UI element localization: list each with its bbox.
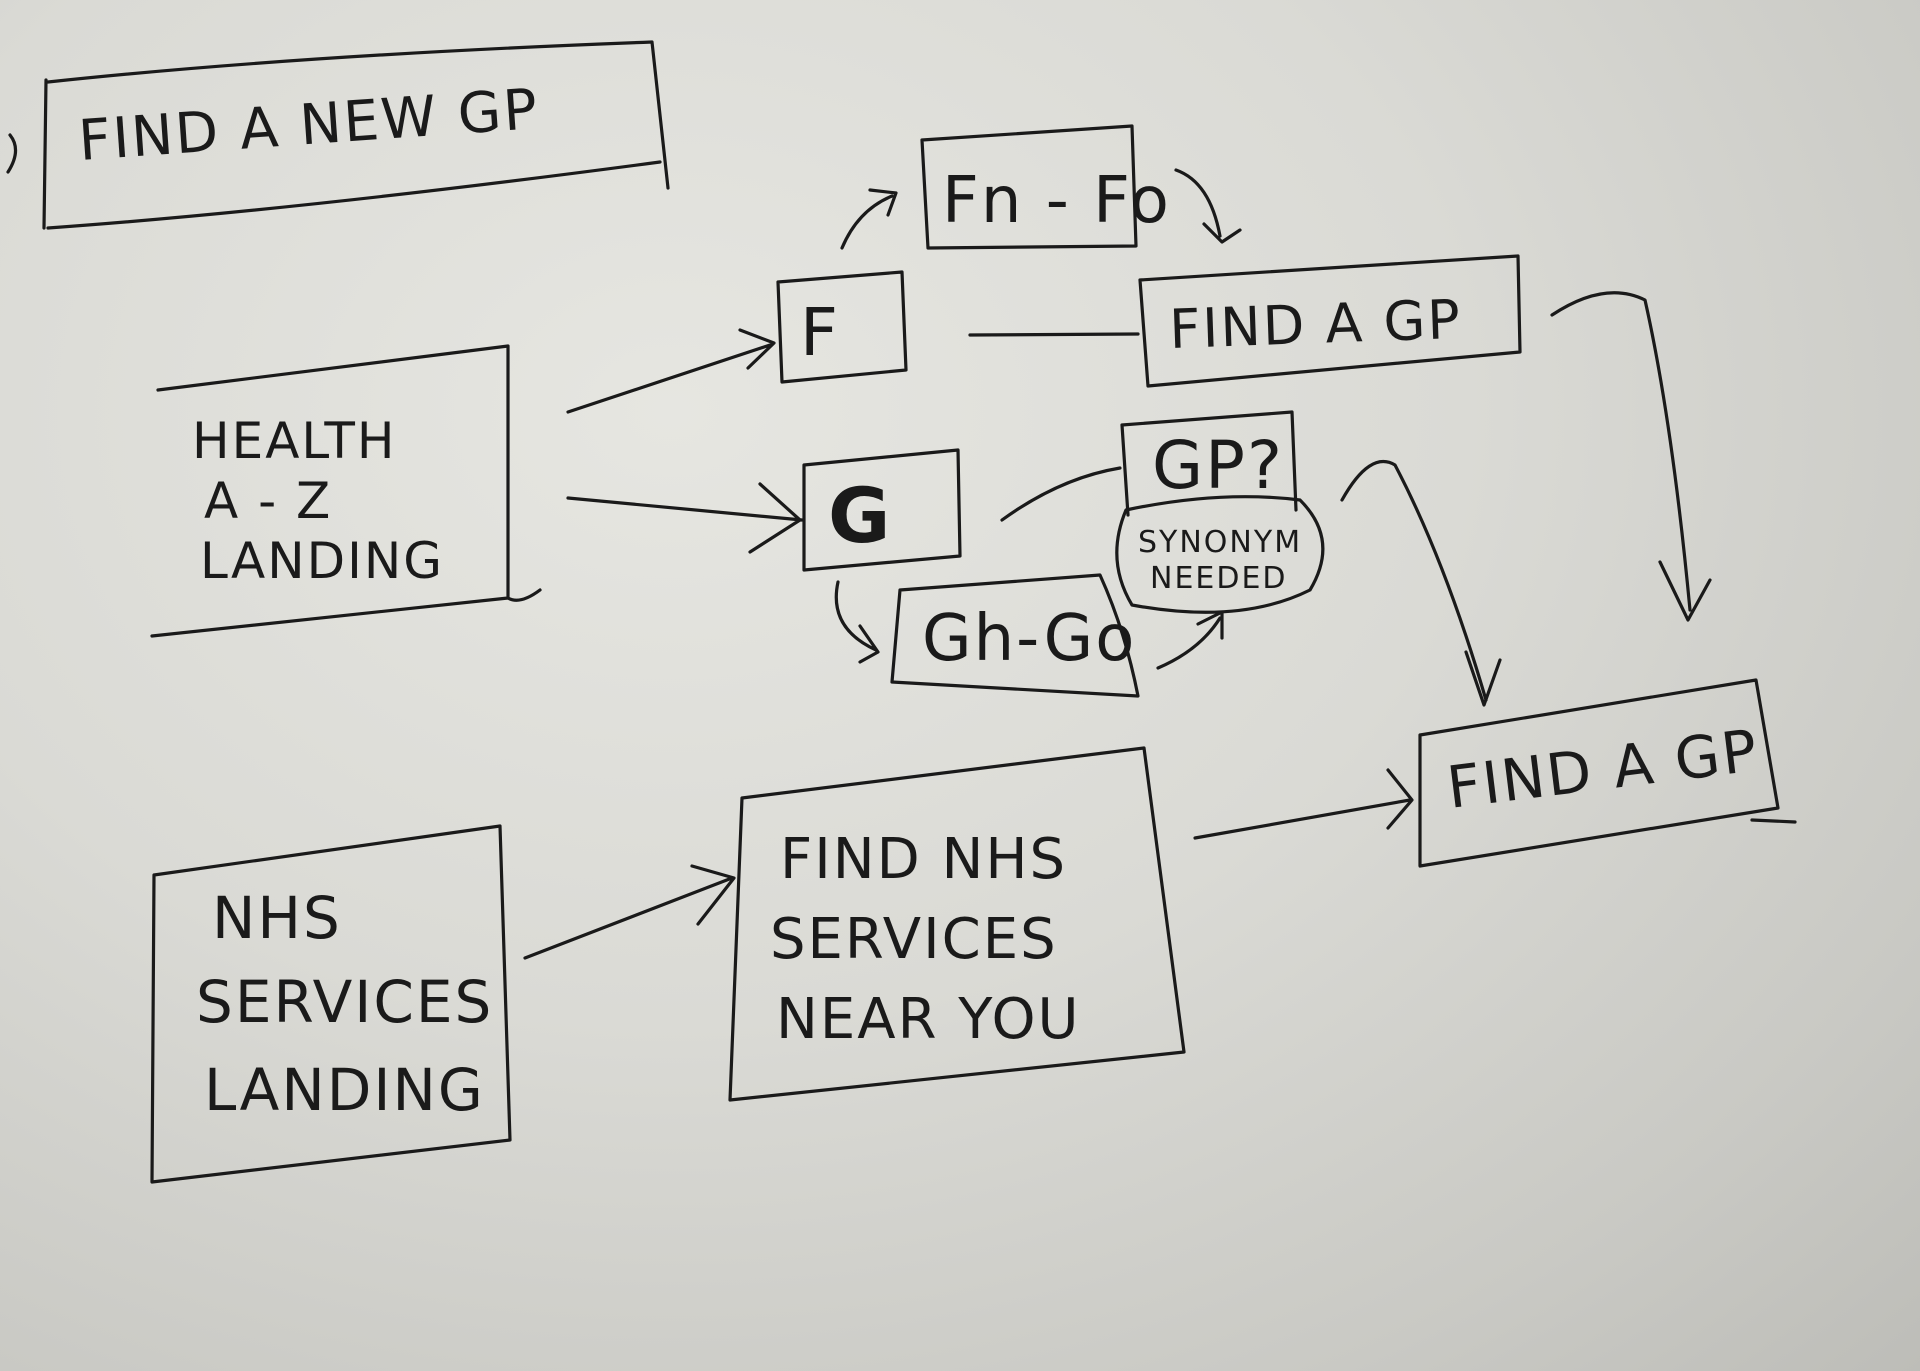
- line-g-to-gp-question: [1000, 466, 1122, 522]
- label-find-nhs-services: FIND NHS SERVICES NEAR YOU: [770, 827, 1087, 1052]
- arrow-health-to-g: [566, 482, 804, 554]
- nhs-landing-line-3: LANDING: [204, 1056, 485, 1124]
- box-gh-go: [890, 573, 1140, 698]
- label-find-a-gp-top: FIND A GP: [1168, 288, 1463, 361]
- arrow-health-to-f: [566, 328, 776, 414]
- box-gp-question: [1120, 410, 1298, 517]
- label-f: F: [800, 294, 840, 371]
- label-find-new-gp: FIND A NEW GP: [76, 77, 541, 174]
- arrow-find-nhs-to-find-gp: [1193, 768, 1414, 840]
- arrow-find-gp-to-right: [1550, 291, 1712, 622]
- nhs-landing-line-1: NHS: [212, 884, 342, 952]
- find-nhs-line-1: FIND NHS: [780, 827, 1067, 892]
- box-health-az: [150, 344, 542, 638]
- nhs-landing-line-2: SERVICES: [196, 968, 493, 1036]
- label-nhs-services-landing: NHS SERVICES LANDING: [196, 884, 514, 1124]
- arrow-nhs-landing-to-find-nhs: [523, 864, 736, 960]
- arrow-f-to-fn-fo: [840, 188, 898, 250]
- box-synonym-bubble: [1115, 495, 1325, 614]
- arrow-g-to-gh-go: [834, 580, 880, 664]
- box-find-nhs-services: [728, 746, 1186, 1102]
- box-find-a-gp-top: [1138, 254, 1522, 388]
- health-az-line-3: LANDING: [200, 532, 444, 590]
- box-f: [776, 270, 908, 384]
- box-nhs-services-landing: [150, 824, 512, 1184]
- label-find-a-gp-right: FIND A GP: [1443, 716, 1762, 822]
- find-nhs-line-3: NEAR YOU: [776, 987, 1081, 1052]
- arrow-gp-question-to-right: [1340, 459, 1502, 707]
- label-g: G: [828, 471, 892, 560]
- box-g: [802, 448, 962, 572]
- synonym-line-1: SYNONYM: [1138, 525, 1302, 560]
- box-fn-fo: [920, 124, 1138, 250]
- box-find-a-gp-right: [1418, 678, 1797, 868]
- line-f-to-find-gp: [968, 332, 1140, 337]
- label-gp-question: GP?: [1152, 427, 1284, 504]
- label-synonym-needed: SYNONYM NEEDED: [1138, 525, 1314, 596]
- arrow-gh-go-to-synonym: [1156, 610, 1224, 670]
- label-gh-go: Gh-Go: [922, 602, 1136, 676]
- label-fn-fo: Fn - Fo: [942, 164, 1171, 238]
- synonym-line-2: NEEDED: [1150, 561, 1288, 596]
- health-az-line-2: A - Z: [204, 472, 332, 530]
- label-health-az: HEALTH A - Z LANDING: [192, 412, 444, 590]
- health-az-line-1: HEALTH: [192, 412, 397, 470]
- box-find-new-gp: [6, 40, 670, 230]
- arrow-fn-fo-to-find-gp: [1174, 168, 1242, 244]
- find-nhs-line-2: SERVICES: [770, 907, 1058, 972]
